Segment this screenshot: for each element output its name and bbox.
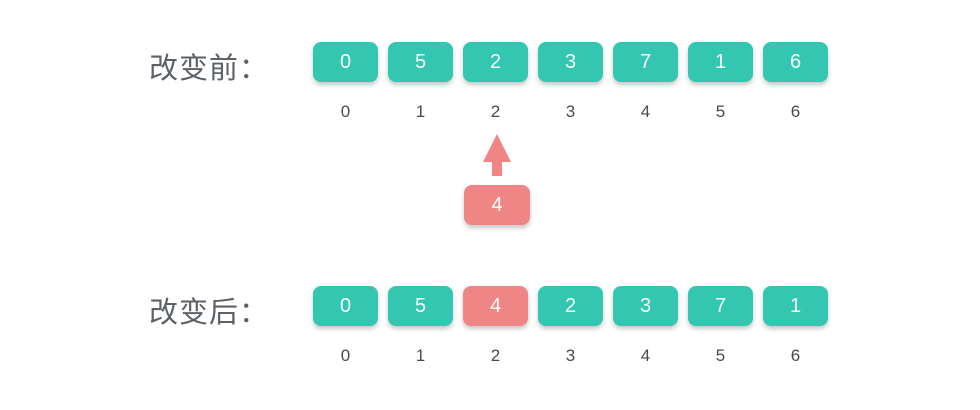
index-label: 4 (640, 346, 651, 365)
index-label: 3 (565, 102, 576, 121)
before-label: 改变前： (149, 53, 270, 85)
after-label: 改变后： (149, 297, 270, 329)
array-cell: 5 (388, 42, 453, 82)
index-label: 4 (640, 102, 651, 121)
insert-value-cell: 4 (464, 185, 530, 225)
before-array: 0 5 2 3 7 1 6 (313, 42, 828, 82)
index-label: 5 (715, 346, 726, 365)
before-indices: 0 1 2 3 4 5 6 (313, 102, 828, 122)
array-cell: 7 (688, 286, 753, 326)
index-label: 3 (565, 346, 576, 365)
array-cell: 7 (613, 42, 678, 82)
index-label: 6 (790, 346, 801, 365)
up-arrow-tail (492, 162, 502, 176)
index-label: 2 (490, 346, 501, 365)
array-cell: 5 (388, 286, 453, 326)
array-cell: 0 (313, 286, 378, 326)
array-cell: 0 (313, 42, 378, 82)
index-label: 1 (415, 102, 426, 121)
array-cell: 2 (538, 286, 603, 326)
array-cell: 3 (613, 286, 678, 326)
after-indices: 0 1 2 3 4 5 6 (313, 346, 828, 366)
after-array: 0 5 4 2 3 7 1 (313, 286, 828, 326)
up-arrow-icon (483, 134, 511, 176)
up-arrow-head (483, 134, 511, 162)
index-label: 6 (790, 102, 801, 121)
index-label: 2 (490, 102, 501, 121)
array-cell: 2 (463, 42, 528, 82)
array-cell: 3 (538, 42, 603, 82)
index-label: 0 (340, 346, 351, 365)
index-label: 5 (715, 102, 726, 121)
index-label: 1 (415, 346, 426, 365)
index-label: 0 (340, 102, 351, 121)
array-cell: 6 (763, 42, 828, 82)
array-cell: 4 (463, 286, 528, 326)
array-cell: 1 (763, 286, 828, 326)
array-cell: 1 (688, 42, 753, 82)
